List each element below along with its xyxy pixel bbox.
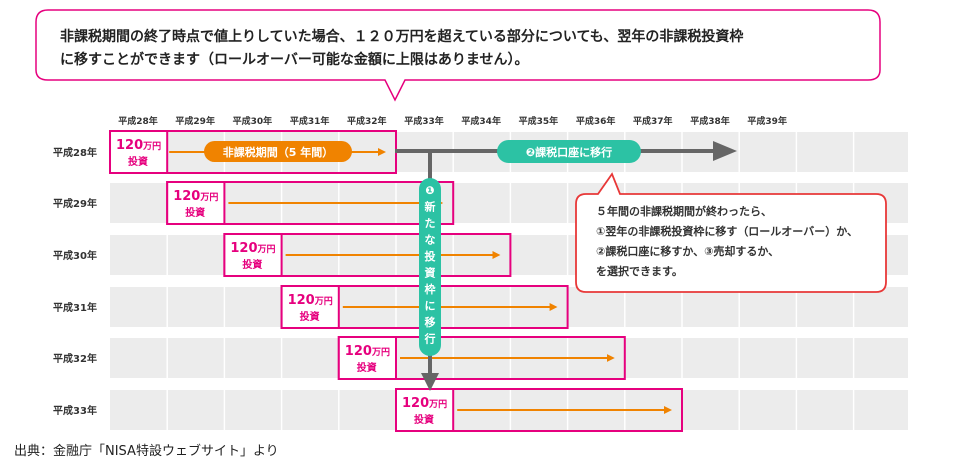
year-header-label: 平成31年 — [290, 115, 330, 127]
investment-amount-cell — [280, 285, 340, 329]
investment-amount-cell — [223, 233, 283, 277]
vertical-char: た — [425, 217, 436, 230]
row-year-label: 平成33年 — [53, 404, 97, 417]
source-caption: 出典：金融庁「NISA特設ウェブサイト」より — [14, 444, 279, 459]
investment-amount: 120万円 — [402, 396, 447, 411]
year-header-label: 平成30年 — [233, 115, 273, 127]
vertical-char: 枠 — [425, 282, 436, 296]
investment-boxes: 120万円投資120万円投資120万円投資120万円投資120万円投資120万円… — [109, 130, 683, 432]
year-header-label: 平成29年 — [175, 115, 215, 127]
year-header-row: 平成28年 平成29年 平成30年 平成31年 平成32年 平成33年 平成34年 平成35年… — [118, 115, 787, 127]
investment-amount: 120万円 — [345, 344, 390, 359]
investment-amount-cell — [337, 336, 397, 380]
row-year-label: 平成30年 — [53, 249, 97, 262]
investment-label: 投資 — [128, 155, 148, 168]
year-header-label: 平成37年 — [633, 115, 673, 127]
year-header-label: 平成36年 — [576, 115, 616, 127]
row-year-label: 平成29年 — [53, 197, 97, 210]
top-callout-line2: に移すことができます（ロールオーバー可能な金額に上限はありません）。 — [60, 51, 528, 68]
vertical-char: 資 — [425, 266, 436, 280]
row-year-label: 平成31年 — [53, 301, 97, 314]
row-year-label: 平成28年 — [53, 146, 97, 159]
taxable-pill-label: ❷課税口座に移行 — [526, 145, 612, 159]
top-callout-bubble — [35, 9, 881, 102]
holding-period-arrows — [169, 148, 672, 414]
investment-amount: 120万円 — [288, 293, 333, 308]
investment-amount: 120万円 — [230, 241, 275, 256]
investment-amount-cell — [166, 181, 226, 225]
vertical-char: な — [425, 234, 436, 247]
investment-label: 投資 — [242, 258, 262, 271]
investment-amount-cell — [109, 130, 169, 174]
nontax-period-label: 非課税期間（5 年間） — [223, 145, 333, 159]
rollover-vertical-pill — [419, 178, 441, 356]
year-header-label: 平成39年 — [747, 115, 787, 127]
nontax-period-pill — [204, 141, 352, 162]
taxable-pill — [497, 140, 641, 163]
note-line2: ①翌年の非課税投資枠に移す（ロールオーバー）か、 — [596, 224, 858, 238]
taxable-arrow-head — [713, 141, 737, 161]
vertical-char: 新 — [425, 200, 436, 214]
year-header-label: 平成35年 — [519, 115, 559, 127]
note-line4: を選択できます。 — [596, 264, 683, 278]
row-year-label: 平成32年 — [53, 352, 97, 365]
note-line3: ②課税口座に移すか、③売却するか、 — [596, 244, 779, 258]
vertical-char: 投 — [425, 249, 436, 263]
note-box — [575, 172, 887, 293]
investment-label: 投資 — [185, 206, 205, 219]
investment-label: 投資 — [357, 361, 377, 374]
vertical-char: ❶ — [425, 184, 434, 197]
investment-amount: 120万円 — [173, 189, 218, 204]
investment-label: 投資 — [300, 310, 320, 323]
vertical-char: 行 — [424, 332, 436, 346]
note-line1: ５年間の非課税期間が終わったら、 — [596, 204, 772, 218]
investment-amount: 120万円 — [116, 138, 161, 153]
rollover-arrow-head — [421, 373, 439, 391]
top-callout-line1: 非課税期間の終了時点で値上りしていた場合、１２０万円を超えている部分についても、… — [60, 28, 743, 45]
vertical-char: に — [425, 300, 436, 313]
investment-label: 投資 — [414, 413, 434, 426]
year-header-label: 平成28年 — [118, 115, 158, 127]
investment-amount-cell — [395, 388, 455, 432]
year-header-label: 平成34年 — [461, 115, 501, 127]
year-header-label: 平成33年 — [404, 115, 444, 127]
year-header-label: 平成38年 — [690, 115, 730, 127]
vertical-char: 移 — [425, 315, 436, 329]
year-header-label: 平成32年 — [347, 115, 387, 127]
